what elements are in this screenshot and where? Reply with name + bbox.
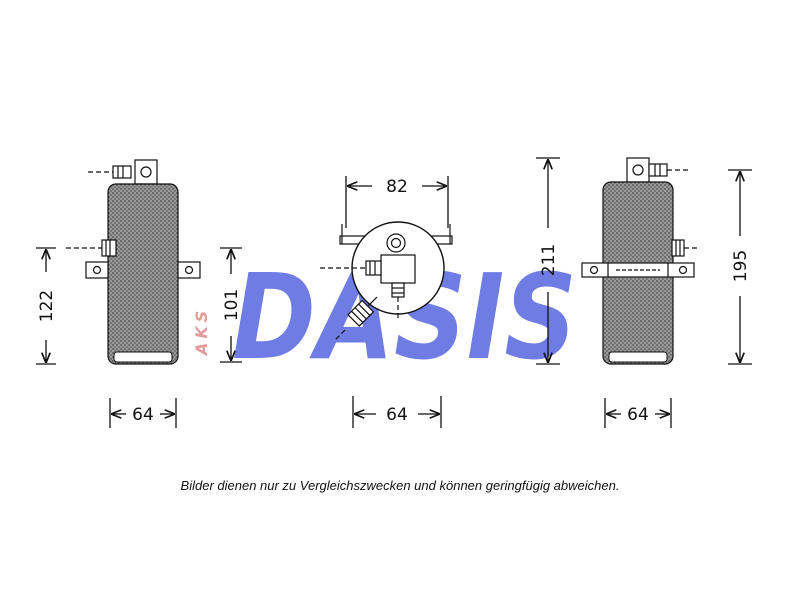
left-width-label: 64 (132, 405, 154, 425)
left-view (66, 159, 201, 365)
right-body-height-dimension (728, 169, 752, 365)
center-width-label: 64 (386, 405, 408, 425)
left-width-dimension (109, 398, 177, 428)
center-height-label: 101 (222, 289, 242, 321)
center-top-dimension (345, 176, 449, 228)
watermark-side-text: AKS (192, 307, 211, 357)
right-total-height-label: 211 (539, 244, 559, 276)
left-height-dimension (36, 247, 56, 365)
center-width-dimension (352, 396, 442, 428)
right-width-dimension (604, 398, 672, 428)
center-top-view (320, 221, 453, 342)
center-top-label: 82 (386, 177, 408, 197)
right-width-label: 64 (627, 405, 649, 425)
center-height-dimension (220, 247, 242, 363)
right-total-height-dimension (536, 157, 560, 365)
right-view (581, 157, 700, 365)
left-height-label: 122 (37, 290, 57, 322)
left-cylinder-body (107, 183, 179, 365)
right-body-height-label: 195 (731, 250, 751, 282)
disclaimer-caption: Bilder dienen nur zu Vergleichszwecken u… (180, 478, 620, 493)
